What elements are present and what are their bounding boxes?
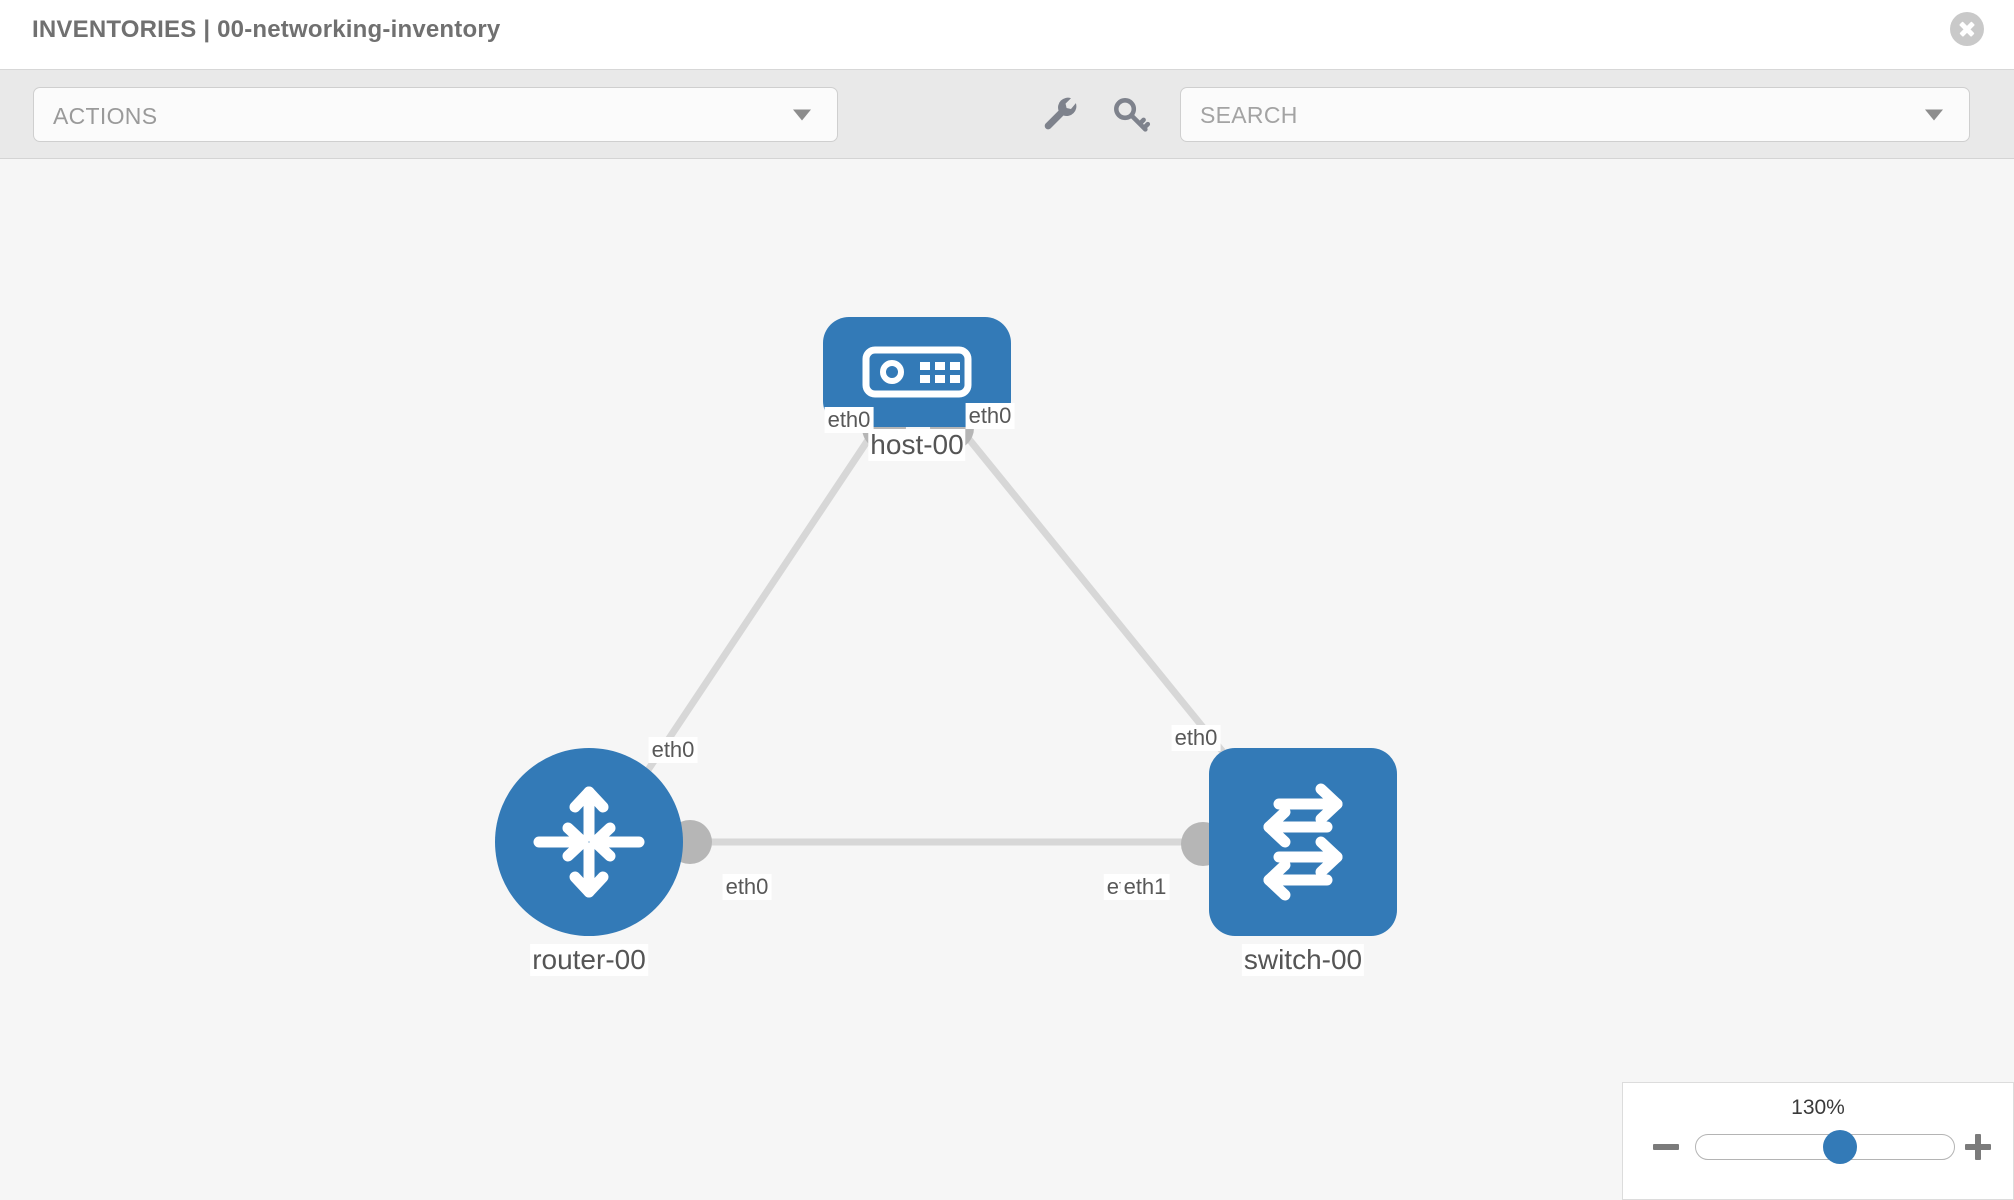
iface-label: eth0 <box>965 403 1015 429</box>
node-switch-00[interactable]: switch-00 <box>1209 748 1397 976</box>
plus-icon[interactable] <box>1965 1134 1991 1160</box>
toolbar: ACTIONS <box>0 70 2014 159</box>
page-title: INVENTORIES | 00-networking-inventory <box>32 16 501 43</box>
router-arrows-icon <box>533 786 645 898</box>
topology-canvas[interactable]: host-00 <box>0 160 2014 1200</box>
zoom-slider-thumb[interactable] <box>1823 1130 1858 1164</box>
node-host-00-label: host-00 <box>868 429 966 461</box>
key-icon[interactable] <box>1110 94 1152 136</box>
page-header: INVENTORIES | 00-networking-inventory <box>0 0 2014 70</box>
node-router-00-shape[interactable] <box>495 748 683 936</box>
chevron-down-icon[interactable] <box>1925 109 1943 120</box>
actions-dropdown-label: ACTIONS <box>53 103 158 129</box>
chevron-down-icon <box>793 109 811 120</box>
iface-label: eth0 <box>722 874 772 900</box>
zoom-slider-track[interactable] <box>1695 1130 1955 1164</box>
iface-label: eth0 <box>824 407 874 433</box>
zoom-control: 130% <box>1622 1082 2014 1200</box>
iface-label: eth0 <box>648 737 698 763</box>
node-switch-00-shape[interactable] <box>1209 748 1397 936</box>
node-switch-00-label: switch-00 <box>1241 944 1365 976</box>
iface-label: eth1 <box>1120 874 1170 900</box>
node-router-00-label: router-00 <box>530 944 648 976</box>
iface-label: eth0 <box>1171 725 1221 751</box>
minus-icon[interactable] <box>1653 1134 1679 1160</box>
search-box[interactable] <box>1180 87 1970 143</box>
zoom-level-label: 130% <box>1791 1096 1845 1119</box>
actions-dropdown[interactable]: ACTIONS <box>33 87 838 142</box>
node-router-00[interactable]: router-00 <box>495 748 683 976</box>
search-input[interactable] <box>1200 88 1900 143</box>
wrench-icon[interactable] <box>1040 94 1082 136</box>
server-device-icon <box>862 346 972 398</box>
switch-arrows-icon <box>1263 783 1343 901</box>
close-icon[interactable] <box>1950 12 1984 46</box>
topology-links <box>625 419 1265 846</box>
